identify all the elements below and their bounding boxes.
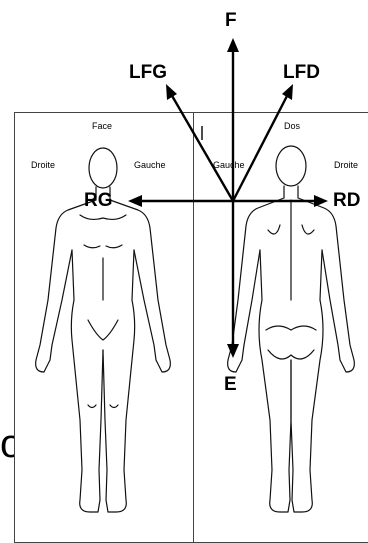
axis-label-up: F bbox=[225, 10, 237, 32]
axis-label-left: RG bbox=[84, 190, 113, 212]
axis-label-down: E bbox=[224, 374, 237, 396]
axis-label-right: RD bbox=[333, 190, 360, 212]
axis-label-up-left: LFG bbox=[129, 62, 167, 84]
axis-label-up-right: LFD bbox=[283, 62, 320, 84]
